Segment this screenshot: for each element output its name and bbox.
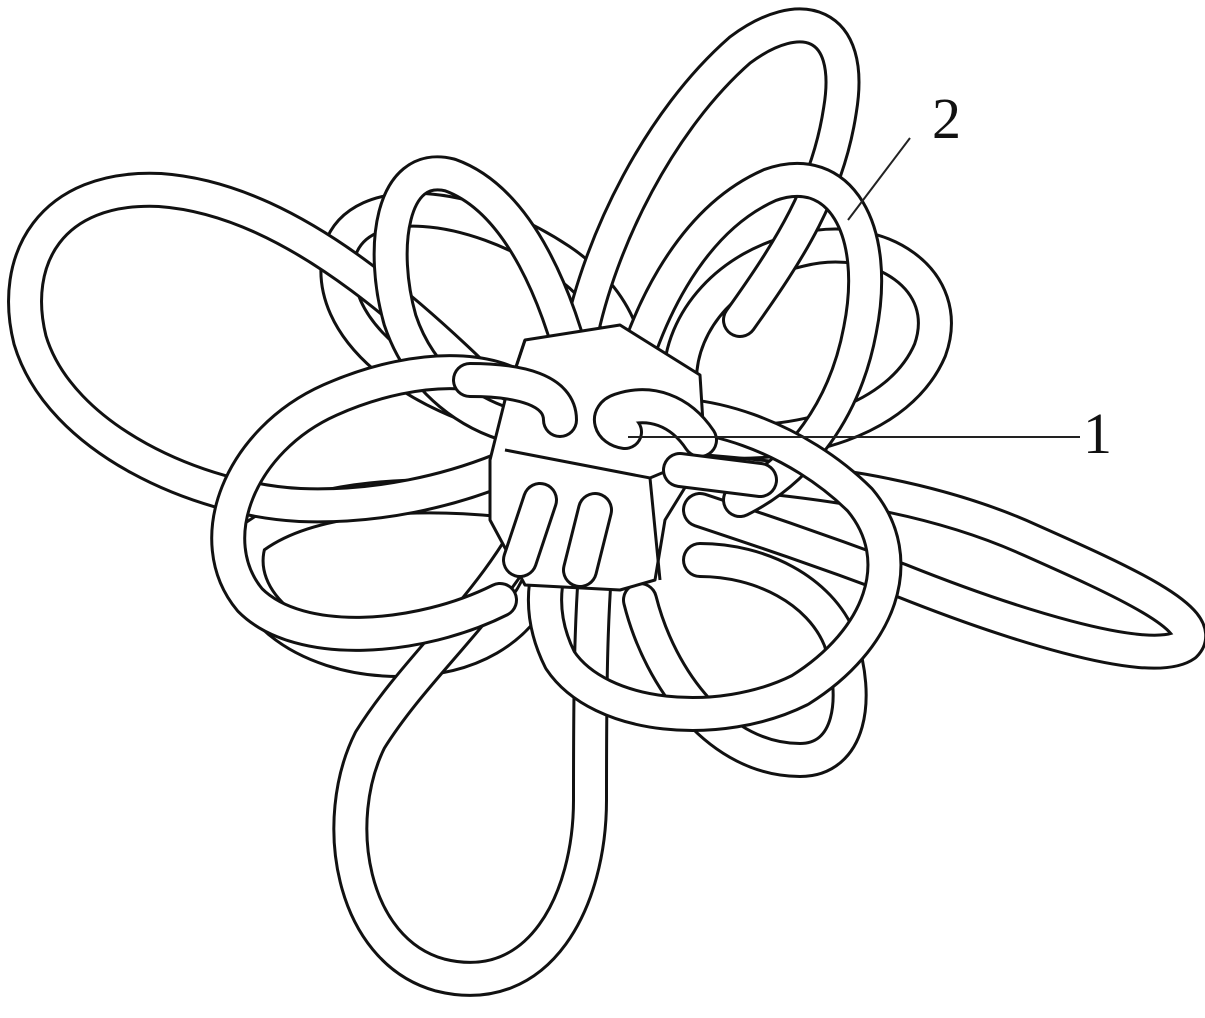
- petal-loops: [7, 7, 1205, 997]
- central-hub: [452, 323, 778, 592]
- leader-line-2: [847, 137, 911, 221]
- callout-label-1: 1: [1083, 401, 1112, 466]
- callout-label-2: 2: [932, 86, 961, 151]
